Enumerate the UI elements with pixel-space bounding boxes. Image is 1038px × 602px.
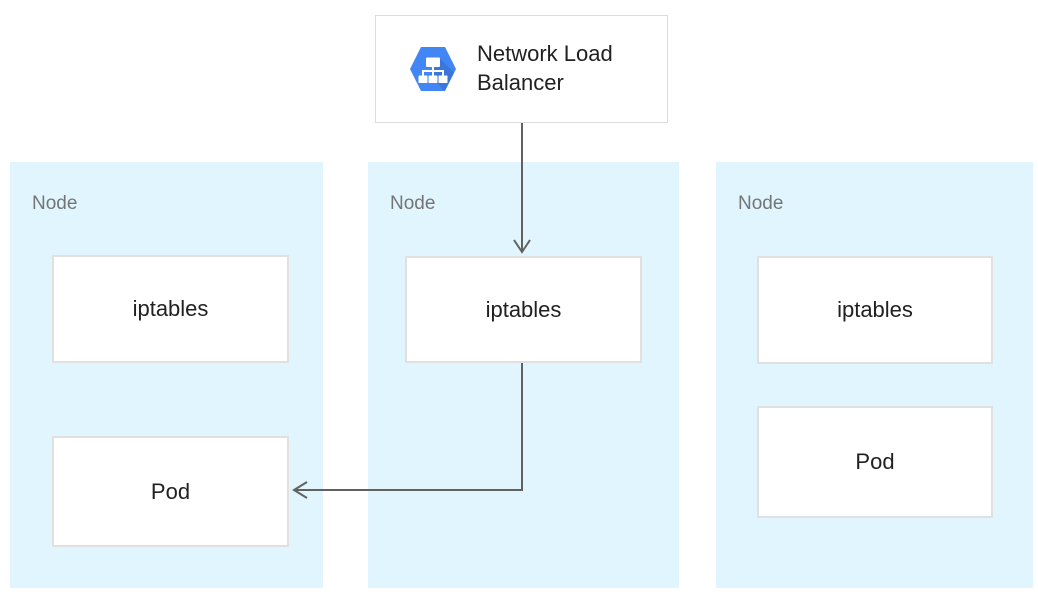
node-1-panel: Node iptables Pod bbox=[10, 162, 323, 588]
node-1-iptables-box: iptables bbox=[52, 255, 289, 363]
node-3-label: Node bbox=[738, 193, 784, 214]
node-2-label: Node bbox=[390, 193, 436, 214]
node-2-iptables-box: iptables bbox=[405, 256, 642, 363]
node-2-iptables-label: iptables bbox=[485, 296, 562, 322]
node-3-panel: Node iptables Pod bbox=[716, 162, 1033, 588]
node-1-iptables-label: iptables bbox=[132, 296, 209, 321]
node-1-pod-box: Pod bbox=[52, 436, 289, 547]
node-2-panel: Node iptables bbox=[368, 162, 679, 588]
node-1-pod-label: Pod bbox=[150, 478, 191, 504]
load-balancer-label: Network Load Balancer bbox=[477, 41, 613, 95]
node-3-iptables-label: iptables bbox=[837, 297, 913, 322]
node-3-pod-box: Pod bbox=[757, 406, 993, 518]
load-balancer-hexagon-icon bbox=[410, 47, 456, 91]
node-1-label: Node bbox=[32, 193, 78, 214]
node-3-pod-label: Pod bbox=[855, 449, 895, 474]
network-load-balancer-box: Network Load Balancer bbox=[375, 15, 668, 123]
node-3-iptables-box: iptables bbox=[757, 256, 993, 364]
